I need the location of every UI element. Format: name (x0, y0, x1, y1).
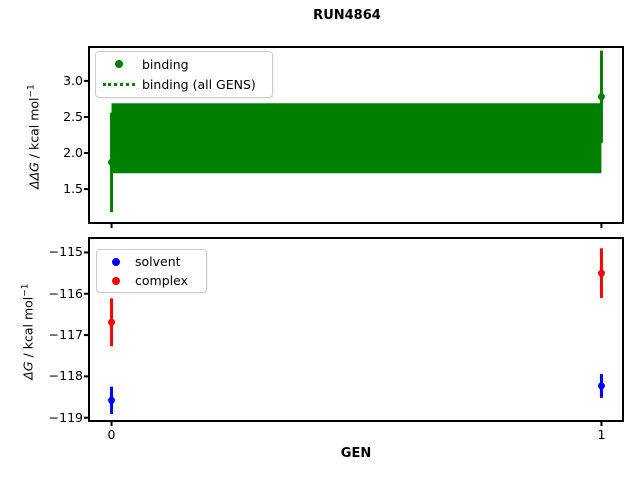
y-axis-label-top-sup: −1 (26, 84, 37, 98)
solvent-point-gen1 (597, 382, 605, 390)
legend-top: binding binding (all GENS) (95, 51, 273, 98)
y-axis-label-top-variable: ΔΔG (26, 162, 42, 189)
complex-marker (97, 276, 135, 285)
legend-item-solvent: solvent (97, 252, 198, 271)
axes-spines-bottom (88, 237, 624, 422)
y-axis-label-bottom-variable: ΔG (20, 361, 36, 380)
legend-label-complex: complex (135, 273, 188, 288)
y-tick-label-top: 2.0 (63, 145, 83, 161)
x-tick-label: 0 (107, 427, 116, 442)
dotted-line-icon (103, 83, 135, 87)
binding-dot-icon (115, 60, 123, 69)
y-axis-label-top-units: / kcal mol (26, 97, 42, 163)
all-gens-band (111, 103, 602, 174)
solvent-marker (97, 257, 135, 266)
y-axis-label-bottom: ΔG / kcal mol−1 (17, 222, 36, 442)
binding-point-gen0 (108, 158, 116, 166)
x-tick-label: 1 (597, 427, 606, 442)
binding-all-gens-marker (96, 83, 142, 87)
y-tick-label-top: 2.5 (63, 108, 83, 124)
x-axis-label: GEN (340, 446, 372, 461)
axes-spines-top (88, 46, 624, 224)
legend-bottom: solvent complex (96, 249, 207, 293)
complex-point-gen0 (108, 318, 116, 326)
solvent-point-gen0 (108, 396, 116, 404)
binding-marker (96, 60, 142, 69)
y-axis-label-bottom-units: / kcal mol (20, 296, 36, 362)
solvent-dot-icon (112, 257, 120, 266)
y-tick-label-bottom: −118 (48, 368, 83, 384)
legend-label-binding-all-gens: binding (all GENS) (142, 77, 256, 93)
y-tick-label-bottom: −117 (48, 327, 83, 343)
binding-point-gen1 (597, 93, 605, 101)
legend-label-solvent: solvent (135, 254, 181, 269)
y-tick-label-top: 1.5 (63, 181, 83, 197)
legend-item-binding: binding (96, 54, 264, 75)
y-axis-label-bottom-sup: −1 (20, 283, 31, 297)
y-tick-label-top: 3.0 (63, 72, 83, 88)
y-tick-label-bottom: −115 (48, 244, 83, 260)
complex-point-gen1 (597, 269, 605, 277)
y-tick-label-bottom: −119 (48, 409, 83, 425)
figure-title: RUN4864 (313, 8, 381, 23)
complex-dot-icon (112, 276, 120, 285)
legend-item-binding-all-gens: binding (all GENS) (96, 75, 264, 96)
legend-item-complex: complex (97, 271, 198, 290)
y-tick-label-bottom: −116 (48, 285, 83, 301)
legend-label-binding: binding (142, 56, 189, 72)
y-axis-label-top: ΔΔG / kcal mol−1 (23, 27, 42, 247)
